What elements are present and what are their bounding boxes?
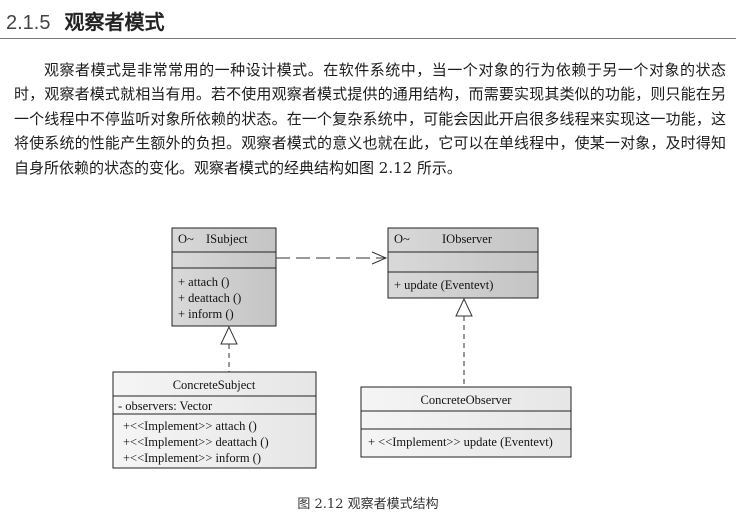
concrete-subject-attribute: - observers: Vector xyxy=(118,399,213,413)
concrete-subject-method: +<<Implement>> deattach () xyxy=(123,435,269,449)
iobserver-name: IObserver xyxy=(442,232,493,246)
iobserver-stereotype: O~ xyxy=(394,232,410,246)
section-heading: 2.1.5 观察者模式 xyxy=(6,6,164,35)
isubject-method: + inform () xyxy=(178,307,234,321)
dependency-arrow xyxy=(276,251,388,265)
figure-caption: 图 2.12 观察者模式结构 xyxy=(297,497,439,512)
isubject-stereotype: O~ xyxy=(178,232,194,246)
concrete-subject-method: +<<Implement>> attach () xyxy=(123,419,257,433)
isubject-name: ISubject xyxy=(206,232,248,246)
iobserver-class: O~ IObserver + update (Eventevt) xyxy=(387,227,539,299)
concrete-observer-class: ConcreteObserver + <<Implement>> update … xyxy=(360,386,572,458)
isubject-method: + attach () xyxy=(178,275,229,289)
concrete-observer-method: + <<Implement>> update (Eventevt) xyxy=(368,435,553,449)
realization-arrow-subject xyxy=(220,325,238,372)
isubject-method: + deattach () xyxy=(178,291,241,305)
concrete-observer-name: ConcreteObserver xyxy=(421,393,513,407)
concrete-subject-name: ConcreteSubject xyxy=(173,378,256,392)
concrete-subject-method: +<<Implement>> inform () xyxy=(123,451,261,465)
body-paragraph: 观察者模式是非常常用的一种设计模式。在软件系统中，当一个对象的行为依赖于另一个对… xyxy=(14,61,726,177)
heading-rule xyxy=(0,38,736,39)
isubject-class: O~ ISubject + attach () + deattach () + … xyxy=(171,227,277,327)
realization-arrow-observer xyxy=(455,297,473,387)
section-number: 2.1.5 xyxy=(6,12,51,34)
section-title: 观察者模式 xyxy=(64,10,165,34)
concrete-subject-class: ConcreteSubject - observers: Vector +<<I… xyxy=(112,371,317,469)
iobserver-method: + update (Eventevt) xyxy=(394,278,493,292)
